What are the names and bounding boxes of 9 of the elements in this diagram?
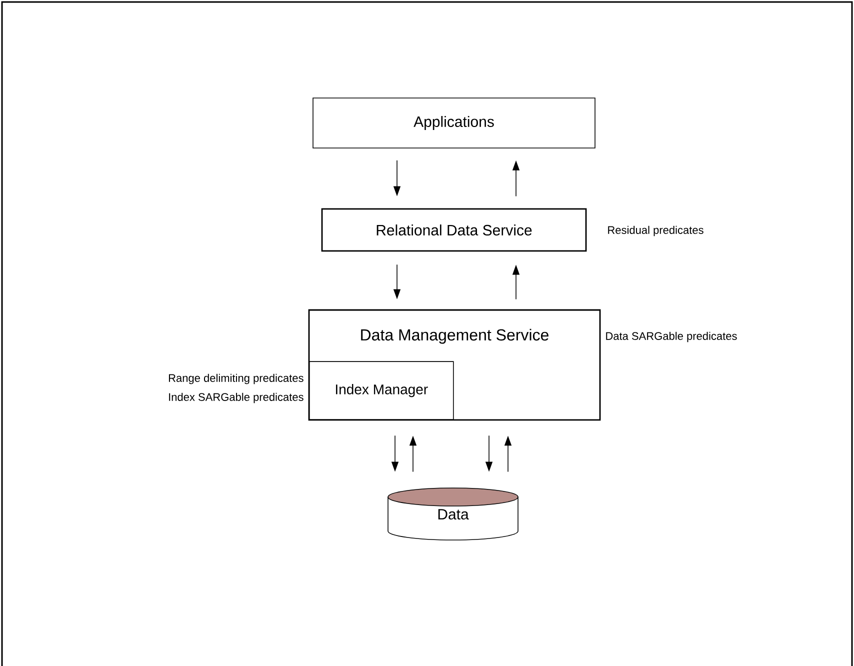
service-box: Relational Data Service bbox=[321, 208, 587, 252]
annotation-text: Range delimiting predicates bbox=[168, 374, 304, 384]
cylinder: Data bbox=[388, 488, 518, 540]
service-box: Applications bbox=[312, 98, 596, 148]
annotation-text: Data SARGable predicates bbox=[606, 332, 737, 342]
annotation-text: Index SARGable predicates bbox=[169, 392, 304, 404]
node-label: Data bbox=[438, 509, 469, 520]
annotation-text: Residual predicates bbox=[608, 226, 704, 236]
component-box: Index Manager bbox=[309, 361, 454, 420]
